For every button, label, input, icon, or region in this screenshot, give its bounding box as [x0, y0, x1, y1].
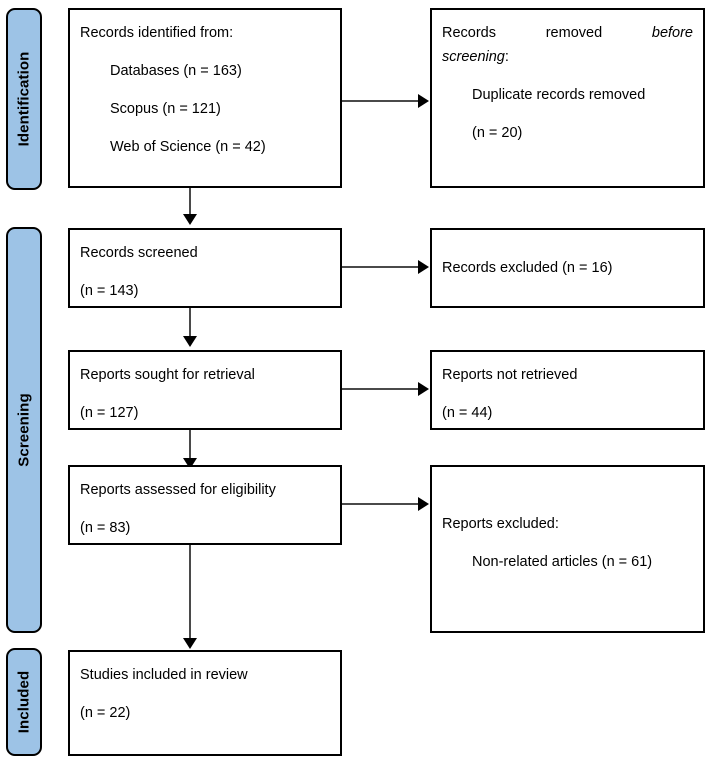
reports-assessed-heading: Reports assessed for eligibility	[80, 482, 276, 498]
connector-sought-to-assessed	[189, 430, 191, 460]
studies-included-count: (n = 22)	[80, 705, 131, 722]
records-removed-heading-colon: :	[504, 49, 509, 66]
connector-screened-to-excluded	[342, 266, 420, 268]
records-removed-heading-part2: before	[651, 25, 693, 41]
reports-assessed-count: (n = 83)	[80, 520, 131, 537]
box-records-screened: Records screened (n = 143)	[68, 228, 342, 308]
arrow-screened-to-sought-icon	[183, 336, 197, 347]
box-reports-assessed: Reports assessed for eligibility (n = 83…	[68, 465, 342, 545]
reports-sought-count: (n = 127)	[80, 405, 139, 422]
box-records-identified: Records identified from: Databases (n = …	[68, 8, 342, 188]
connector-identified-to-removed	[342, 100, 420, 102]
reports-sought-heading: Reports sought for retrieval	[80, 367, 255, 383]
records-removed-heading-line2: screening:	[442, 48, 693, 66]
stage-pill-identification: Identification	[6, 8, 42, 190]
arrow-identified-to-removed-icon	[418, 94, 429, 108]
reports-excluded-item: Non-related articles (n = 61)	[472, 554, 653, 571]
stage-pill-included: Included	[6, 648, 42, 756]
stage-label-screening: Screening	[15, 393, 33, 467]
box-records-excluded: Records excluded (n = 16)	[430, 228, 705, 308]
records-identified-item-scopus: Scopus (n = 121)	[110, 101, 221, 118]
records-removed-heading-part3: screening	[442, 49, 505, 66]
arrow-assessed-to-included-icon	[183, 638, 197, 649]
connector-identified-to-screened	[189, 188, 191, 216]
box-reports-excluded: Reports excluded: Non-related articles (…	[430, 465, 705, 633]
arrow-sought-to-not-retrieved-icon	[418, 382, 429, 396]
box-records-removed: Records removed before screening: Duplic…	[430, 8, 705, 188]
reports-not-retrieved-heading: Reports not retrieved	[442, 367, 578, 383]
records-screened-count: (n = 143)	[80, 283, 139, 300]
box-studies-included: Studies included in review (n = 22)	[68, 650, 342, 756]
records-excluded-text: Records excluded (n = 16)	[442, 259, 613, 276]
records-removed-heading-line1: Records removed before	[442, 24, 693, 42]
records-identified-heading: Records identified from:	[80, 25, 234, 41]
records-identified-item-web-of-science: Web of Science (n = 42)	[110, 139, 266, 156]
connector-screened-to-sought	[189, 308, 191, 338]
records-identified-item-databases: Databases (n = 163)	[110, 63, 242, 80]
stage-pill-screening: Screening	[6, 227, 42, 633]
studies-included-heading: Studies included in review	[80, 667, 248, 683]
stage-label-included: Included	[15, 670, 33, 734]
arrow-sought-to-assessed-icon	[183, 458, 197, 469]
records-removed-heading-part1: Records removed	[442, 25, 603, 41]
reports-excluded-heading: Reports excluded:	[442, 516, 559, 532]
arrow-screened-to-excluded-icon	[418, 260, 429, 274]
connector-assessed-to-included	[189, 545, 191, 640]
connector-assessed-to-excluded	[342, 503, 420, 505]
records-screened-heading: Records screened	[80, 245, 198, 261]
records-removed-count: (n = 20)	[472, 125, 523, 142]
reports-not-retrieved-count: (n = 44)	[442, 405, 493, 422]
connector-sought-to-not-retrieved	[342, 388, 420, 390]
arrow-assessed-to-excluded-icon	[418, 497, 429, 511]
box-reports-not-retrieved: Reports not retrieved (n = 44)	[430, 350, 705, 430]
box-reports-sought: Reports sought for retrieval (n = 127)	[68, 350, 342, 430]
records-removed-item: Duplicate records removed	[472, 87, 646, 104]
stage-label-identification: Identification	[15, 51, 33, 147]
arrow-identified-to-screened-icon	[183, 214, 197, 225]
